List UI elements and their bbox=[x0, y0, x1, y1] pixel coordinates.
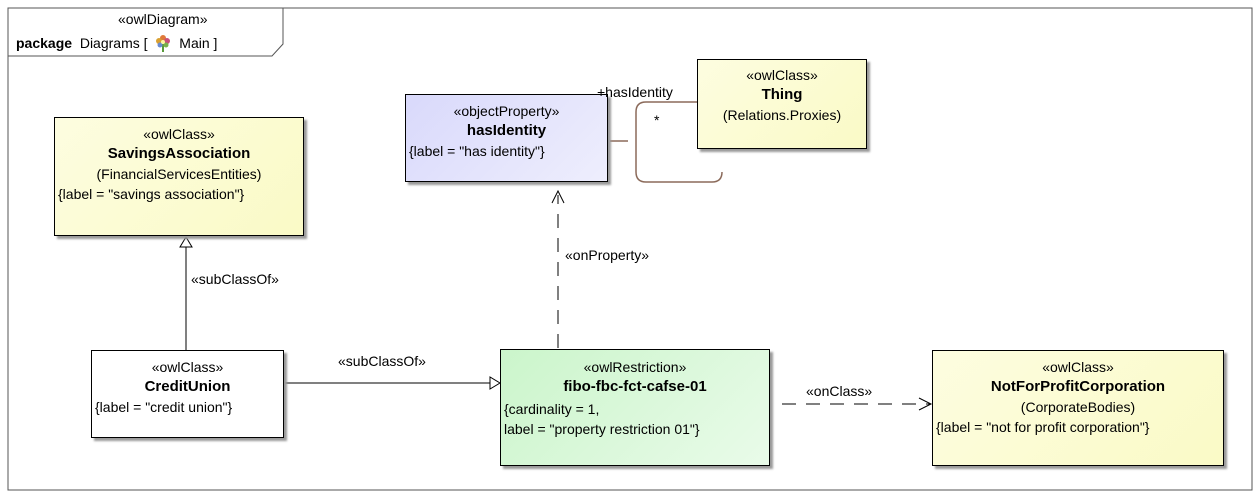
class-name: Thing bbox=[761, 86, 803, 103]
restriction-name: fibo-fbc-fct-cafse-01 bbox=[563, 378, 707, 395]
onclass-label: «onClass» bbox=[806, 383, 873, 399]
class-name: NotForProfitCorporation bbox=[990, 378, 1166, 395]
property-has-identity[interactable]: «objectProperty» hasIdentity {label = "h… bbox=[405, 94, 608, 182]
generalization-arrow-vertical bbox=[179, 236, 193, 248]
restriction-fibo[interactable]: «owlRestriction» fibo-fbc-fct-cafse-01 {… bbox=[500, 349, 770, 466]
frame-title: package Diagrams [ Main ] bbox=[16, 34, 217, 55]
association-role-label: +hasIdentity bbox=[597, 84, 673, 100]
stereotype-label: «objectProperty» bbox=[453, 103, 560, 119]
package-frame-tab bbox=[8, 7, 284, 57]
flower-icon bbox=[154, 34, 172, 55]
generalization-arrow-horizontal bbox=[489, 376, 501, 390]
onclass-arrow bbox=[918, 397, 933, 411]
property-name: hasIdentity bbox=[466, 122, 547, 139]
class-name: SavingsAssociation bbox=[107, 145, 251, 162]
stereotype-label: «owlClass» bbox=[1042, 359, 1114, 375]
class-savings-association[interactable]: «owlClass» SavingsAssociation (Financial… bbox=[54, 117, 304, 236]
package-frame bbox=[7, 7, 1253, 491]
subclass-label-vertical: «subClassOf» bbox=[191, 271, 279, 287]
tag-value-label: label = "property restriction 01"} bbox=[504, 421, 700, 437]
subclass-label-horizontal: «subClassOf» bbox=[338, 353, 426, 369]
onproperty-arrow bbox=[551, 189, 565, 204]
onproperty-label: «onProperty» bbox=[565, 247, 650, 263]
tag-value: {label = "credit union"} bbox=[95, 399, 233, 415]
stereotype-label: «owlClass» bbox=[143, 126, 215, 142]
stereotype-label: «owlClass» bbox=[746, 67, 818, 83]
class-thing[interactable]: «owlClass» Thing (Relations.Proxies) bbox=[697, 59, 867, 149]
stereotype-label: «owlClass» bbox=[151, 359, 224, 375]
class-name: CreditUnion bbox=[144, 378, 231, 395]
multiplicity-label: * bbox=[654, 112, 660, 128]
package-name: (Relations.Proxies) bbox=[722, 107, 842, 123]
frame-stereotype: «owlDiagram» bbox=[118, 11, 208, 27]
frame-keyword: package bbox=[16, 35, 73, 51]
tag-value: {label = "not for profit corporation"} bbox=[936, 419, 1150, 435]
tag-value: {label = "has identity"} bbox=[409, 143, 545, 159]
tag-value: {label = "savings association"} bbox=[58, 186, 245, 202]
class-not-for-profit-corporation[interactable]: «owlClass» NotForProfitCorporation (Corp… bbox=[932, 350, 1224, 466]
package-name: (FinancialServicesEntities) bbox=[96, 166, 262, 182]
package-name: (CorporateBodies) bbox=[1020, 399, 1136, 415]
association-line bbox=[635, 101, 723, 183]
frame-main-label: Main ] bbox=[179, 35, 218, 51]
stereotype-label: «owlRestriction» bbox=[583, 359, 687, 375]
frame-name: Diagrams [ bbox=[79, 35, 148, 51]
tag-value-cardinality: {cardinality = 1, bbox=[504, 401, 600, 417]
class-credit-union[interactable]: «owlClass» CreditUnion {label = "credit … bbox=[91, 350, 284, 438]
